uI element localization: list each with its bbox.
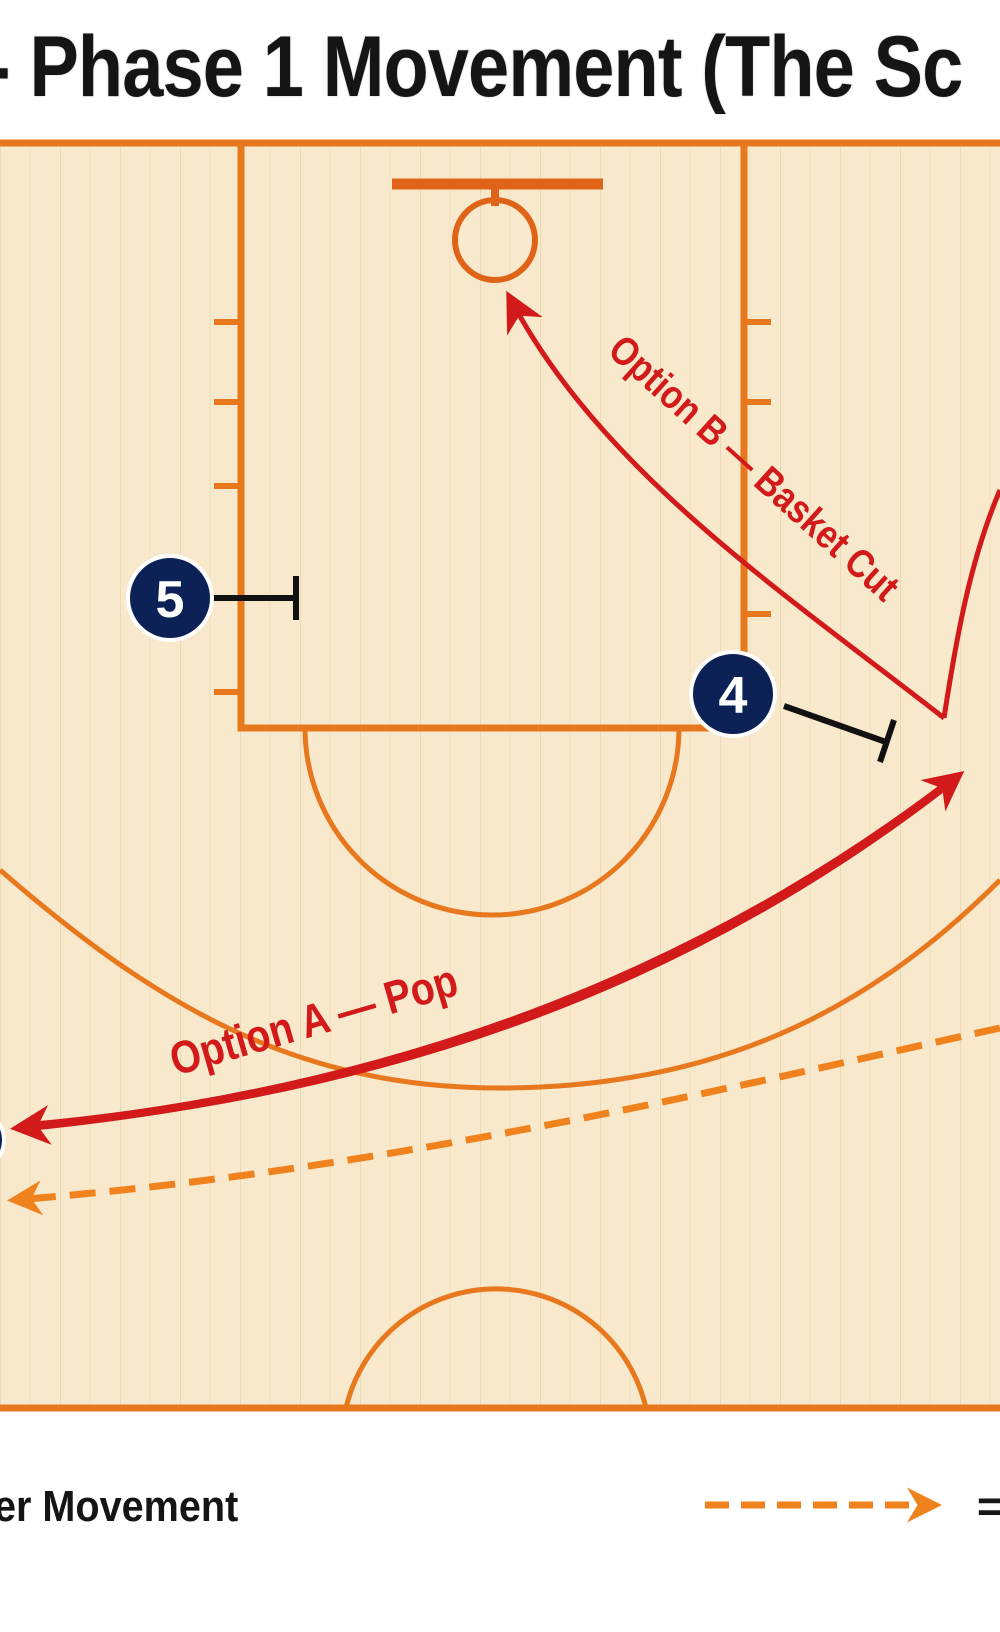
lane-hash-marks: [214, 319, 771, 695]
player-5[interactable]: 5: [126, 554, 214, 642]
free-throw-circle: [302, 727, 682, 918]
legend-pass-equals: =: [977, 1482, 1000, 1531]
pass-arrow: [7, 1024, 1000, 1216]
center-circle: [343, 1286, 649, 1409]
option-a-return-arrow: [39, 771, 965, 1129]
court-floor: [0, 143, 1000, 1408]
option-b-basket-cut-arrow: [506, 290, 946, 720]
legend-player-movement-label: er Movement: [0, 1482, 239, 1531]
cut-entry-line: [941, 489, 1000, 719]
hoop-rim: [452, 197, 538, 283]
svg-text:5: 5: [156, 571, 185, 629]
paint-lane: [237, 143, 748, 732]
screen-4: [783, 703, 897, 763]
player-4[interactable]: 4: [689, 650, 777, 738]
svg-text:4: 4: [719, 667, 748, 725]
player-offscreen-left[interactable]: [0, 1110, 6, 1170]
diagram-title: - Phase 1 Movement (The Sc: [0, 19, 963, 115]
three-point-arc: [0, 868, 1000, 1091]
basket: [392, 178, 603, 283]
court-lines: [0, 139, 1000, 1412]
screen-5: [210, 576, 299, 620]
